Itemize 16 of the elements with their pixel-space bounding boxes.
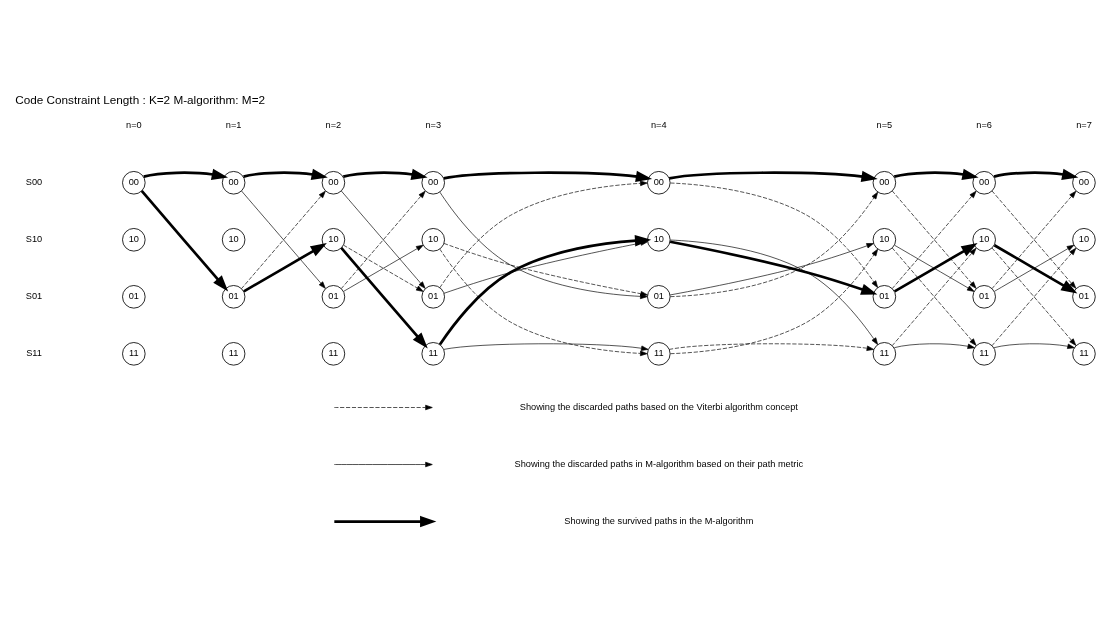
label: S01 (25, 291, 43, 302)
label: n=5 (876, 120, 893, 131)
label: n=0 (126, 120, 142, 131)
label: S00 (25, 177, 43, 188)
label: n=6 (976, 120, 992, 131)
label: n=2 (325, 120, 342, 131)
label: S11 (26, 348, 42, 359)
label: S10 (25, 234, 43, 245)
legend-label: Showing the survived paths in the M-algorithm (564, 515, 754, 526)
legend-label: Showing the discarded paths in M-algorithm based on their path metric (514, 458, 804, 469)
label: n=4 (650, 120, 667, 131)
diagram-title: Code Constraint Length : K=2 M-algorithm: M=2 (15, 93, 266, 107)
label: n=1 (225, 120, 242, 131)
label: n=3 (425, 120, 442, 131)
legend-label: Showing the discarded paths based on the Viterbi algorithm concept (519, 401, 798, 412)
label: n=7 (1076, 120, 1092, 131)
